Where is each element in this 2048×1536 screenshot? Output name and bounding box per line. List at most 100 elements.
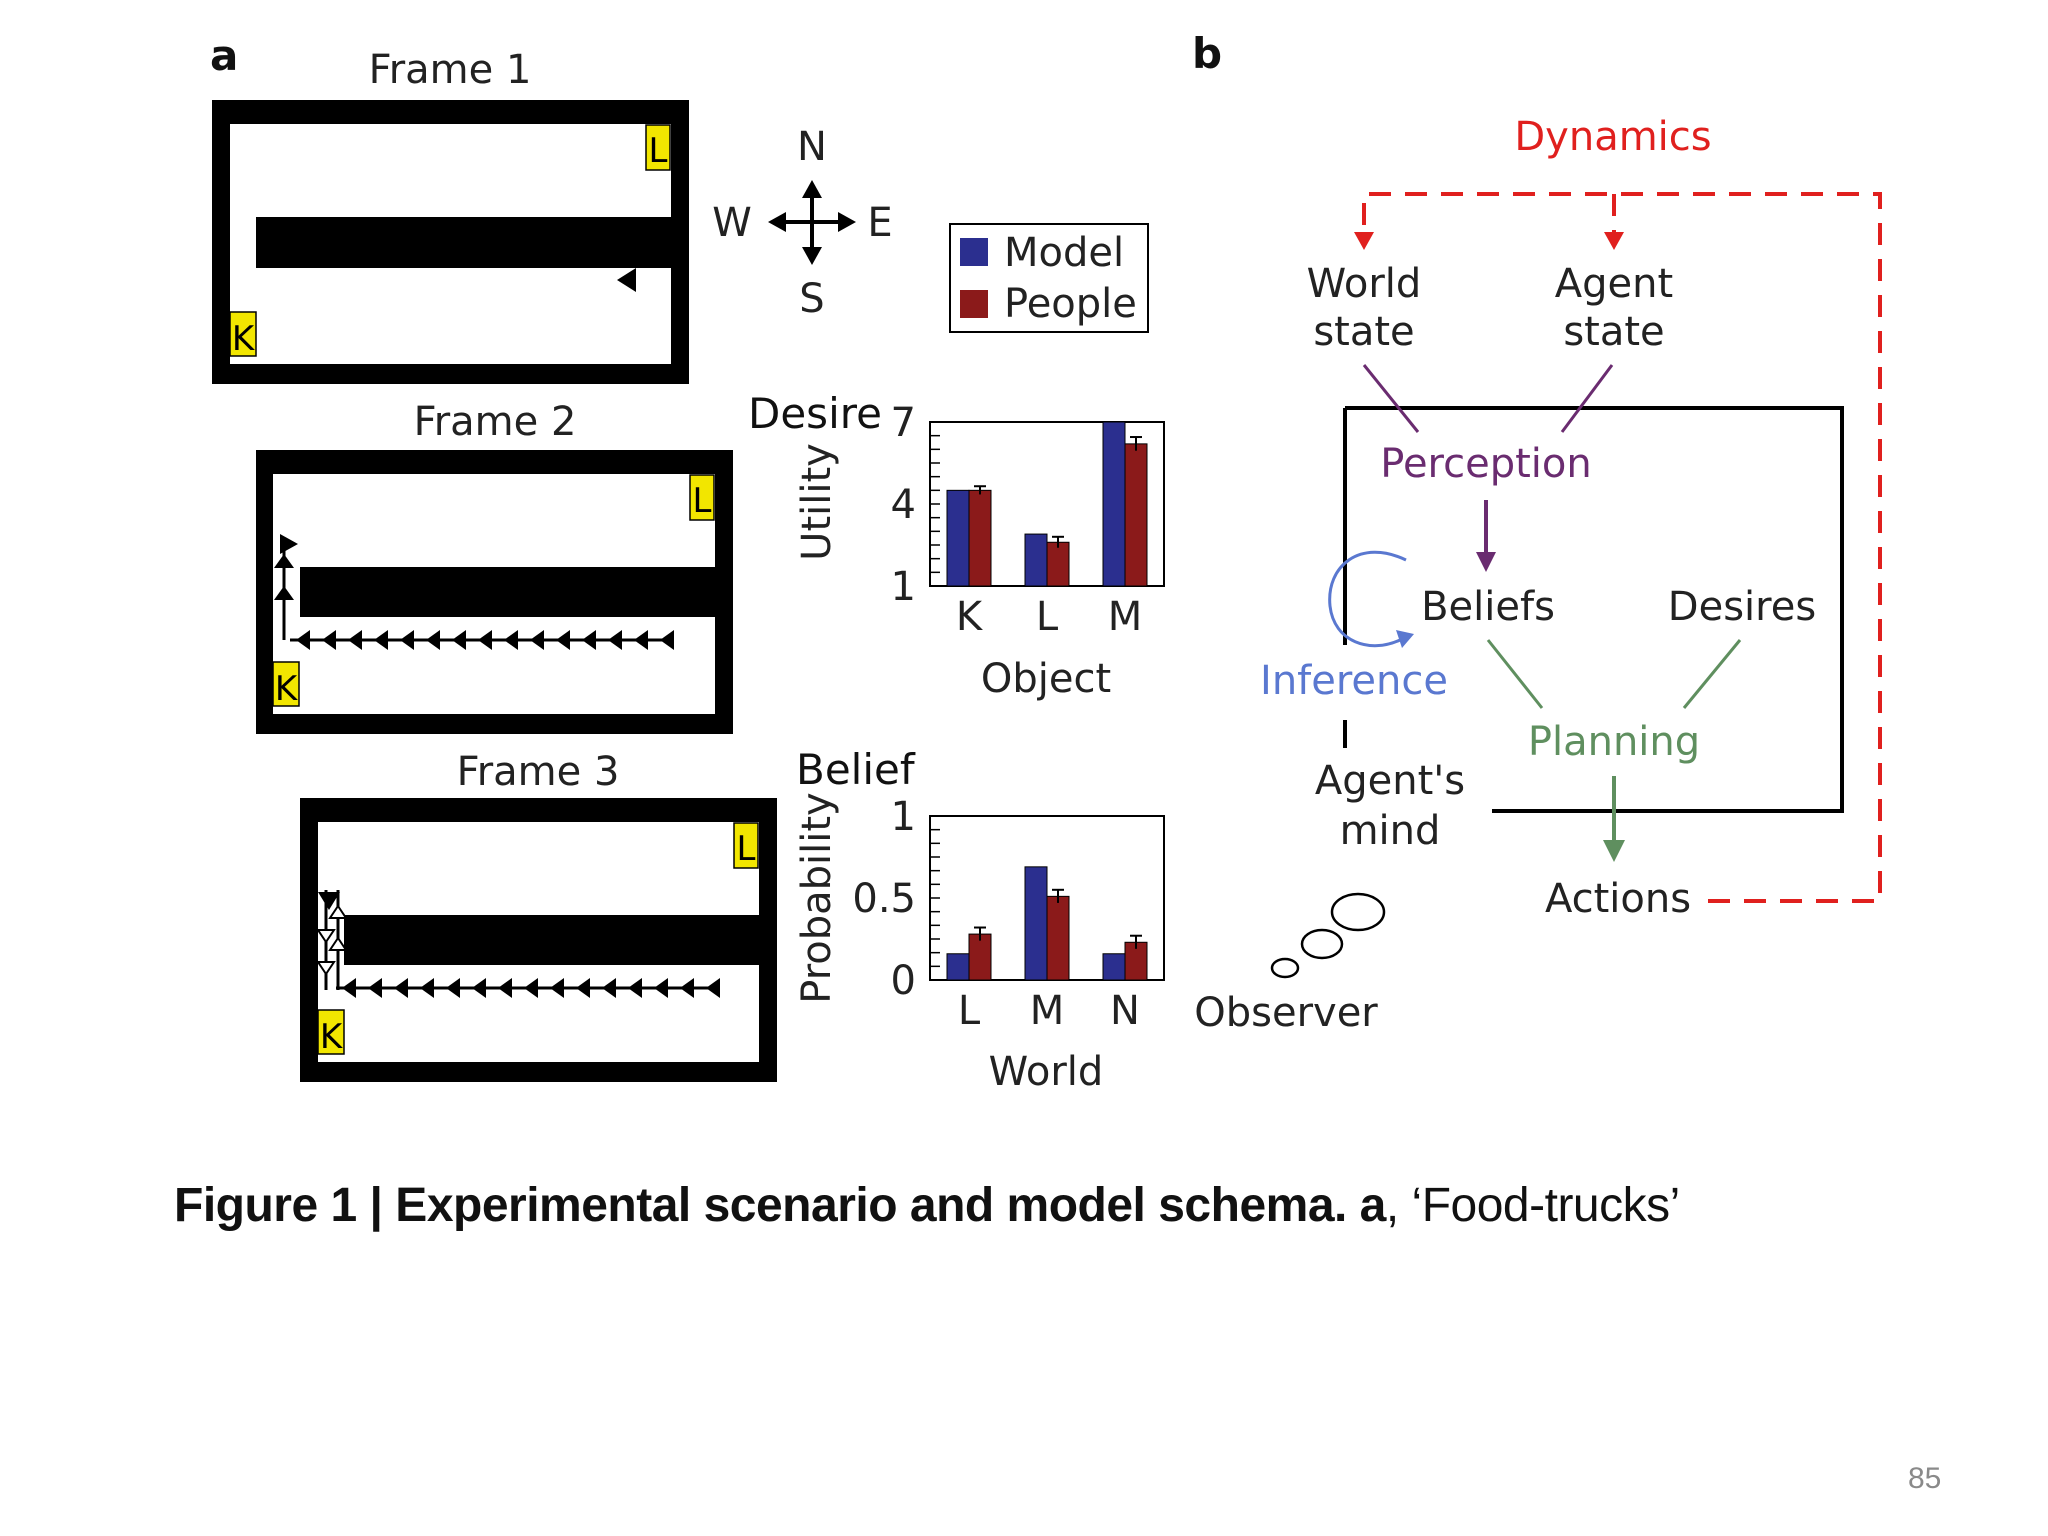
legend-swatch-model — [960, 238, 988, 266]
legend-swatch-people — [960, 290, 988, 318]
compass-w: W — [712, 200, 752, 246]
path-arrow — [316, 929, 336, 944]
world-xlabel: World — [989, 1049, 1104, 1095]
path-arrow — [420, 978, 434, 998]
bar-people-m — [1046, 895, 1070, 981]
bar-model-l — [946, 953, 970, 981]
y-tick-label: 0.5 — [852, 876, 916, 922]
frame-1-label-l: L — [649, 131, 668, 171]
path-arrow — [582, 630, 596, 650]
path-arrow — [426, 630, 440, 650]
frame-1: Frame 1 L K — [212, 47, 689, 384]
frame-3-label-k: K — [320, 1017, 344, 1057]
bar-people-l — [968, 933, 992, 981]
path-arrow — [446, 978, 460, 998]
frame-2-path — [274, 534, 674, 650]
path-arrow — [274, 554, 294, 568]
slide-number: 85 — [1908, 1462, 1942, 1495]
y-tick-label: 1 — [891, 794, 916, 840]
agents-mind-box — [1343, 406, 1844, 813]
path-arrow — [602, 978, 616, 998]
x-tick-label: L — [958, 988, 981, 1034]
frame-3-title: Frame 3 — [457, 749, 620, 795]
dynamics-label: Dynamics — [1514, 114, 1711, 160]
bar-model-n — [1102, 953, 1126, 981]
compass: N S W E — [712, 124, 892, 322]
probability-ylabel: Probability — [794, 792, 840, 1003]
path-arrow — [498, 978, 512, 998]
path-arrow — [550, 978, 564, 998]
path-arrow — [706, 978, 720, 998]
figure-caption: Figure 1 | Experimental scenario and mod… — [174, 1178, 1680, 1233]
agents-mind-2: mind — [1340, 808, 1441, 854]
panel-a-label: a — [210, 31, 238, 80]
x-tick-label: M — [1030, 988, 1065, 1034]
path-arrow — [608, 630, 622, 650]
inference-loop-arrow — [1328, 550, 1407, 648]
object-xlabel: Object — [981, 656, 1111, 702]
y-tick-label: 7 — [891, 400, 916, 446]
bar-people-k — [968, 489, 992, 587]
frame-2-label-l: L — [693, 481, 712, 521]
agent-marker — [617, 268, 636, 292]
path-arrow — [660, 630, 674, 650]
agents-mind-1: Agent's — [1315, 758, 1465, 804]
world-state-2: state — [1313, 309, 1414, 355]
world-state-1: World — [1307, 261, 1422, 307]
path-arrow — [394, 978, 408, 998]
x-tick-label: N — [1110, 988, 1140, 1034]
y-tick-label: 0 — [891, 958, 916, 1004]
path-arrow — [274, 586, 294, 600]
x-tick-label: K — [956, 594, 984, 640]
observer-label: Observer — [1194, 990, 1378, 1036]
frame-3-path — [316, 890, 720, 998]
path-arrow — [316, 961, 336, 976]
bar-people-l — [1046, 541, 1070, 587]
desire-title: Desire — [748, 389, 882, 438]
perception-label: Perception — [1380, 441, 1591, 487]
compass-s: S — [799, 276, 824, 322]
frame-1-label-k: K — [232, 319, 256, 359]
path-arrow — [348, 630, 362, 650]
frame-1-title: Frame 1 — [369, 47, 532, 93]
path-arrow — [556, 630, 570, 650]
utility-ylabel: Utility — [794, 443, 840, 561]
beliefs-label: Beliefs — [1421, 584, 1555, 630]
frame-2-title: Frame 2 — [414, 399, 577, 445]
path-arrow — [374, 630, 388, 650]
x-tick-label: M — [1108, 594, 1143, 640]
inference-label: Inference — [1260, 658, 1448, 704]
bar-model-l — [1024, 533, 1048, 587]
frame-2-label-k: K — [275, 669, 299, 709]
path-arrow — [634, 630, 648, 650]
x-tick-label: L — [1036, 594, 1059, 640]
path-arrow — [524, 978, 538, 998]
path-arrow — [368, 978, 382, 998]
bar-people-m — [1124, 443, 1148, 587]
y-tick-label: 4 — [891, 482, 916, 528]
path-arrow — [342, 978, 356, 998]
path-arrow — [504, 630, 518, 650]
path-arrow — [680, 978, 694, 998]
path-arrow — [280, 534, 298, 554]
desires-label: Desires — [1668, 584, 1816, 630]
legend-model: Model — [1004, 230, 1124, 276]
path-arrow — [322, 630, 336, 650]
path-arrow — [452, 630, 466, 650]
thought-bubble-icon — [1270, 892, 1386, 979]
path-arrow — [654, 978, 668, 998]
path-arrow — [328, 904, 348, 919]
bar-model-k — [946, 489, 970, 587]
bar-model-m — [1102, 421, 1126, 587]
y-tick-label: 1 — [891, 564, 916, 610]
path-arrow — [576, 978, 590, 998]
desire-chart: Desire Utility Object 1 4 7K L M — [748, 389, 1165, 702]
path-arrow — [478, 630, 492, 650]
frame-2: Frame 2 L K — [256, 399, 733, 734]
caption-rest: , ‘Food-trucks’ — [1385, 1179, 1680, 1232]
path-arrow — [296, 630, 310, 650]
path-arrow — [318, 892, 340, 910]
dynamics-loop — [1362, 192, 1882, 903]
